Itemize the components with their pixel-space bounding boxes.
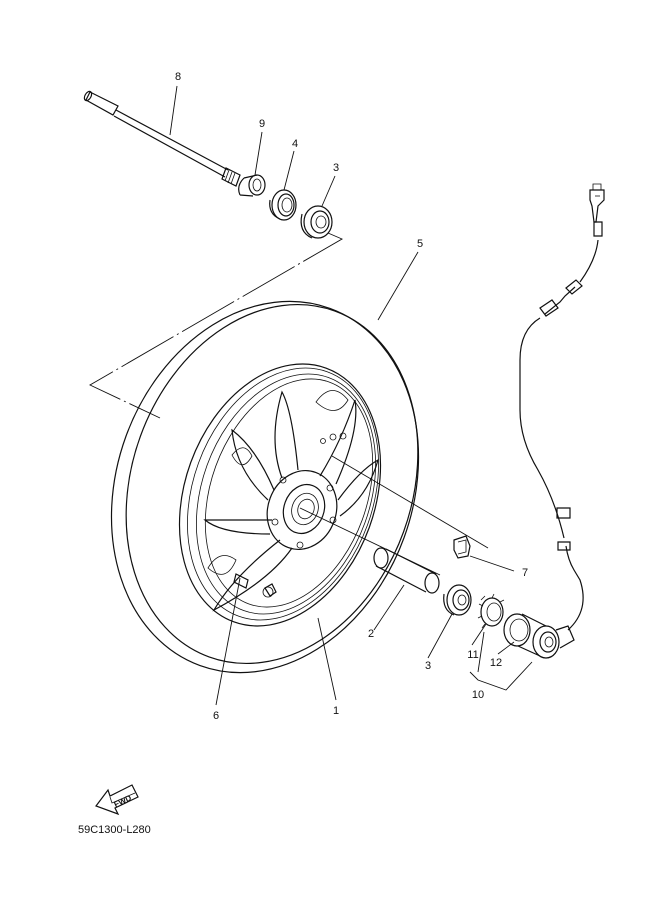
sensor-center-line xyxy=(331,455,489,549)
sensor-lead-clamp xyxy=(453,535,471,559)
oil-seal xyxy=(269,189,297,221)
callout-12: 12 xyxy=(490,657,502,669)
fwd-label: FWD xyxy=(113,793,134,809)
callout-10: 10 xyxy=(472,689,484,701)
callout-leaders xyxy=(169,85,533,706)
sensor-housing xyxy=(503,613,575,659)
drawing-code: 59C1300-L280 xyxy=(78,824,151,836)
sensor-cable xyxy=(519,183,605,631)
callout-8: 8 xyxy=(175,71,181,83)
front-wheel-axle xyxy=(83,90,241,187)
sensor-rotor xyxy=(477,593,505,629)
callout-3-upper: 3 xyxy=(333,162,339,174)
bearing-lower xyxy=(443,584,472,616)
collar xyxy=(238,174,266,197)
callout-3-lower: 3 xyxy=(425,660,431,672)
callout-labels: 8 9 4 3 5 7 2 11 12 3 10 1 6 xyxy=(175,71,528,722)
callout-7: 7 xyxy=(522,567,528,579)
forward-direction-arrow: FWD xyxy=(95,784,139,816)
front-wheel-assembly xyxy=(110,300,420,674)
callout-1: 1 xyxy=(333,705,339,717)
callout-4: 4 xyxy=(292,138,298,150)
callout-2: 2 xyxy=(368,628,374,640)
axle-center-line xyxy=(89,232,344,419)
callout-5: 5 xyxy=(417,238,423,250)
callout-6: 6 xyxy=(213,710,219,722)
spacer xyxy=(373,547,440,594)
callout-9: 9 xyxy=(259,118,265,130)
bearing-upper xyxy=(300,205,333,239)
callout-11: 11 xyxy=(467,649,478,661)
